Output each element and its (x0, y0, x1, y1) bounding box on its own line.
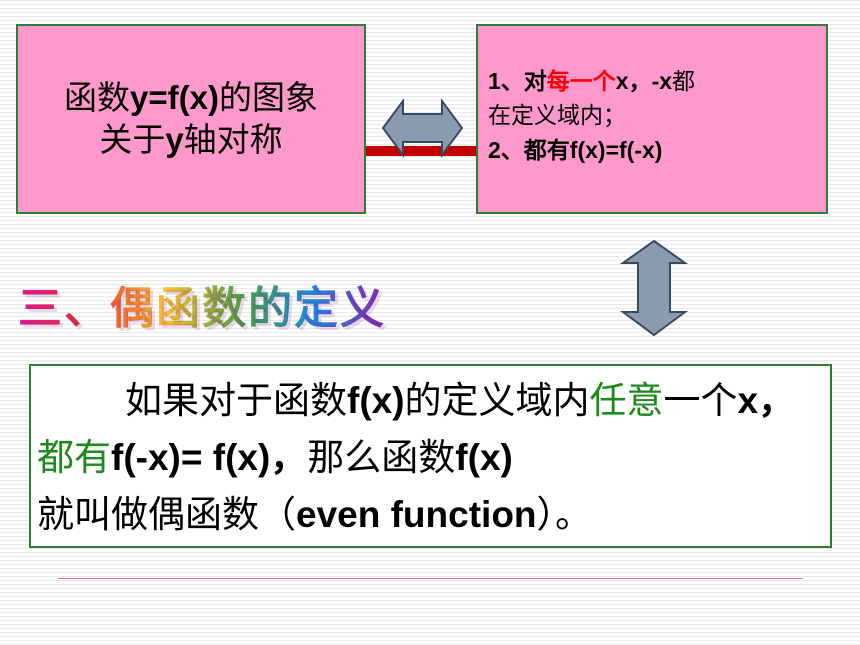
formula-text: x，-x (615, 68, 673, 94)
double-arrow-vertical-icon (619, 239, 689, 337)
text-fragment: 一个 (663, 379, 738, 422)
conditions-list: 1、对每一个x，-x都 在定义域内； 2、都有f(x)=f(-x) (488, 64, 695, 168)
highlight-text: 都有 (37, 436, 111, 479)
condition-line: 在定义域内； (488, 103, 626, 129)
text-fragment: 1、对 (488, 68, 547, 94)
highlight-text: 任意 (589, 379, 664, 422)
formula-text: f(x) (455, 437, 513, 478)
text-fragment: 关于 (99, 120, 166, 159)
text-fragment: 那么函数 (307, 436, 456, 479)
footer-divider (58, 578, 803, 579)
english-term: even function (296, 494, 537, 535)
text-fragment: ）。 (536, 493, 593, 536)
text-fragment: 就叫做偶函数（ (37, 493, 296, 536)
symmetry-box: 函数y=f(x)的图象 关于y轴对称 (16, 24, 366, 214)
formula-text: x， (737, 380, 796, 421)
definition-box: 如果对于函数f(x)的定义域内任意一个x，都有f(-x)= f(x)，那么函数f… (29, 364, 832, 548)
text-fragment: 都 (672, 69, 696, 95)
text-fragment: 轴对称 (183, 120, 283, 159)
formula-text: y (165, 121, 184, 158)
definition-text: 如果对于函数f(x)的定义域内任意一个x，都有f(-x)= f(x)，那么函数f… (37, 372, 827, 543)
formula-text: y=f(x) (130, 79, 219, 116)
connector-bar (366, 146, 478, 156)
text-fragment: 2、都有 (488, 137, 570, 163)
formula-text: f(x)=f(-x) (569, 137, 663, 163)
conditions-box: 1、对每一个x，-x都 在定义域内； 2、都有f(x)=f(-x) (476, 24, 828, 214)
text-fragment: 的定义域内 (404, 379, 590, 422)
formula-text: f(x) (347, 380, 405, 421)
text-fragment: 的图象 (218, 78, 318, 117)
section-title: 三、偶函数的定义 (18, 272, 386, 336)
double-arrow-horizontal-icon (381, 97, 464, 159)
highlight-text: 每一个 (546, 69, 616, 95)
formula-text: f(-x)= f(x)， (111, 437, 308, 478)
text-fragment: 如果对于函数 (125, 379, 347, 422)
symmetry-statement: 函数y=f(x)的图象 关于y轴对称 (64, 77, 318, 161)
text-fragment: 函数 (64, 78, 131, 117)
